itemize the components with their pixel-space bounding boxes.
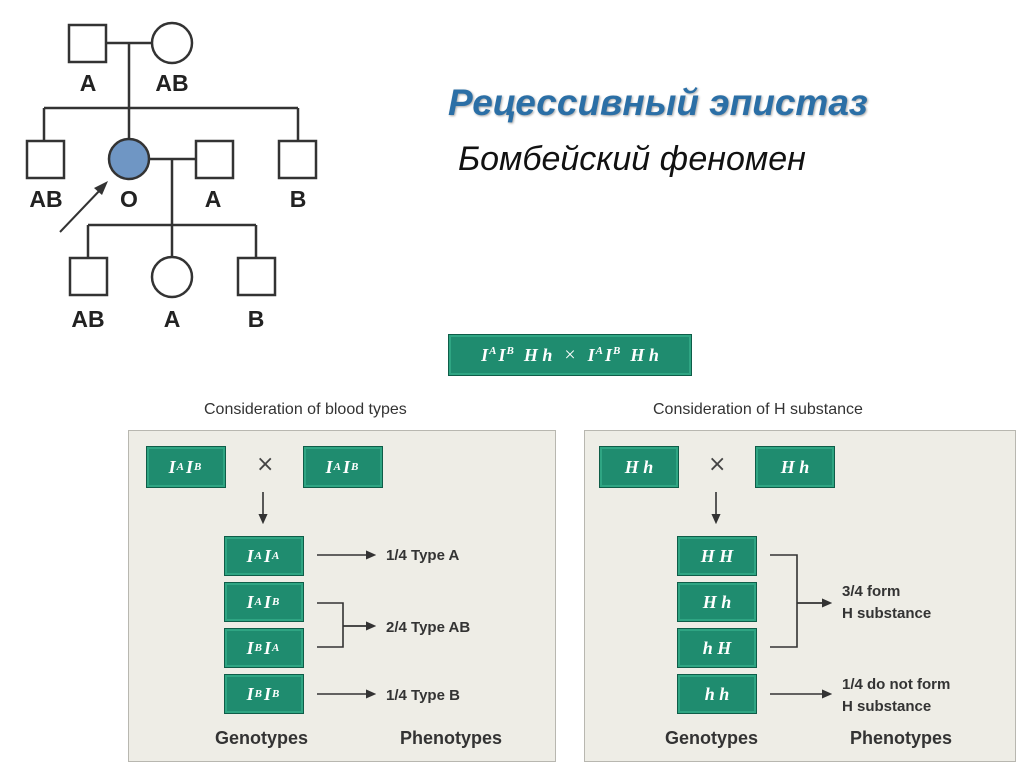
pedigree-label-gen3-2: A <box>163 306 181 332</box>
h-parent2-box: H h <box>755 446 835 488</box>
pedigree-male-gen2-4 <box>277 139 318 180</box>
pedigree-label-gen2-4: B <box>289 186 307 212</box>
pedigree-label-gen2-3: A <box>204 186 222 212</box>
h-footer-phenotypes: Phenotypes <box>850 728 953 748</box>
cross-p2-h: H h <box>630 344 659 365</box>
h-footer-genotypes: Genotypes <box>665 728 759 748</box>
pedigree-male-gen3-3 <box>236 256 277 297</box>
h-parent1-box: H h <box>599 446 679 488</box>
pedigree-label-gen3-3: B <box>247 306 265 332</box>
h-genotype-2: H h <box>677 582 757 622</box>
blood-footer-genotypes: Genotypes <box>215 728 309 748</box>
h-genotype-3: h H <box>677 628 757 668</box>
pedigree-male-gen2-1 <box>25 139 66 180</box>
h-phenotype-1-line2: H substance <box>842 605 932 622</box>
pedigree-female-gen3 <box>150 255 194 299</box>
cross-p1-allele2: IB <box>498 344 514 365</box>
pedigree-spouse-gen2 <box>194 139 235 180</box>
pedigree-female-gen1 <box>150 21 194 65</box>
pedigree-label-gen1-2: AB <box>155 70 189 96</box>
h-phenotype-2-line2: H substance <box>842 698 932 715</box>
cross-p1-h: H h <box>523 344 553 365</box>
cross-banner: IA IB H h × IA IB H h <box>448 334 692 376</box>
cross-p1-allele1: IA <box>481 344 497 365</box>
cross-symbol: × <box>564 343 576 366</box>
blood-panel-title: Consideration of blood types <box>204 401 407 418</box>
blood-cross-symbol: × <box>256 452 275 477</box>
slide-subtitle: Бомбейский феномен <box>458 140 806 178</box>
pedigree-label-gen1-1: A <box>79 70 97 96</box>
pedigree-chart <box>25 21 318 299</box>
pedigree-label-gen2-2: O <box>120 186 138 212</box>
pedigree-label-gen2-1: AB <box>29 186 63 212</box>
cross-p2-allele2: IB <box>605 344 621 365</box>
h-genotype-1: H H <box>677 536 757 576</box>
slide-title: Рецессивный эпистаз <box>448 82 868 123</box>
blood-phenotype-2: 2/4 Type AB <box>386 619 471 636</box>
proband-arrowhead <box>94 181 108 195</box>
pedigree-male-gen3-1 <box>68 256 109 297</box>
h-phenotype-1-line1: 3/4 form <box>842 583 901 600</box>
pedigree-label-gen3-1: AB <box>71 306 105 332</box>
cross-p2-allele1: IA <box>587 344 603 365</box>
blood-phenotype-3: 1/4 Type B <box>386 687 460 704</box>
h-cross-symbol: × <box>708 452 727 477</box>
h-genotype-4: h h <box>677 674 757 714</box>
pedigree-proband <box>107 137 151 181</box>
blood-footer-phenotypes: Phenotypes <box>400 728 503 748</box>
h-phenotype-2-line1: 1/4 do not form <box>842 676 951 693</box>
blood-phenotype-1: 1/4 Type A <box>386 547 460 564</box>
pedigree-male-gen1 <box>67 23 108 64</box>
h-panel-title: Consideration of H substance <box>653 401 863 418</box>
proband-arrow <box>59 187 103 233</box>
